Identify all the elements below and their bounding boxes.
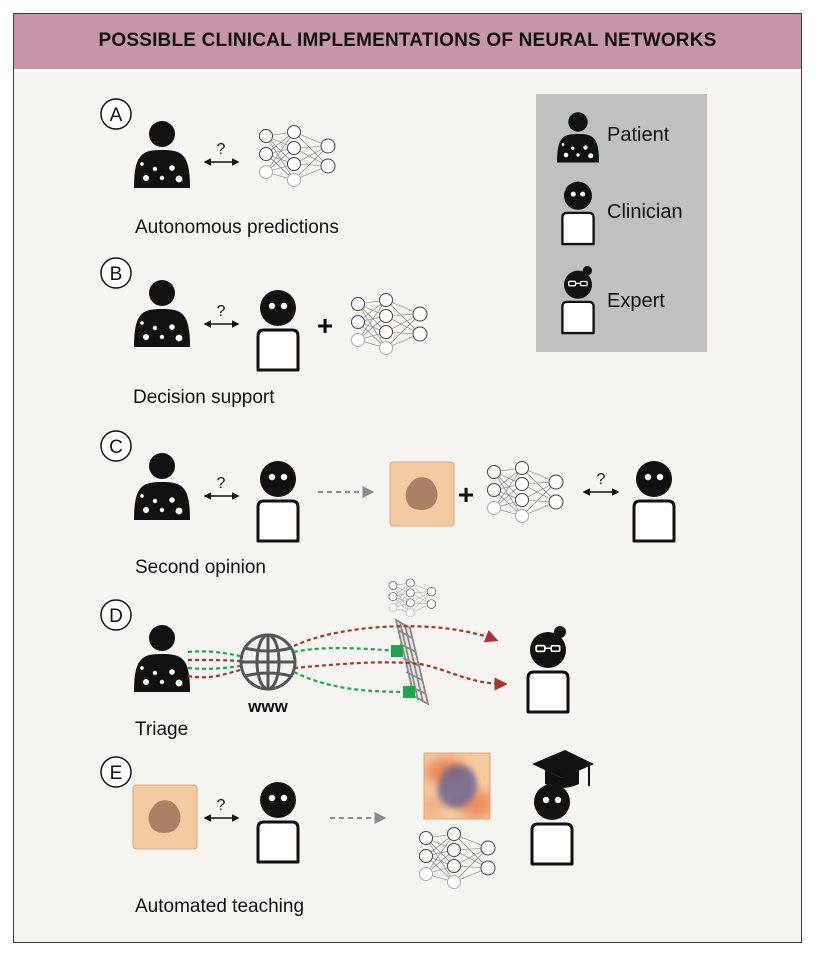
badge-a-letter: A: [110, 105, 123, 126]
skin-lesion-image: [389, 461, 455, 527]
legend-expert-label: Expert: [607, 290, 665, 312]
plus-sign: +: [317, 310, 333, 341]
patient-icon: [134, 453, 190, 520]
graduation-cap-icon: [532, 750, 594, 788]
question-mark: ?: [217, 475, 226, 492]
question-mark: ?: [217, 303, 226, 320]
question-mark: ?: [217, 797, 226, 814]
saliency-map-image: [423, 752, 491, 820]
skin-lesion-image: [132, 784, 198, 850]
question-mark: ?: [597, 471, 606, 488]
neural-network-icon: [259, 125, 336, 187]
neural-network-icon: [388, 578, 437, 618]
caption-e: Automated teaching: [135, 896, 304, 917]
www-label: www: [247, 697, 288, 716]
patient-icon: [134, 121, 190, 188]
section-c: C ? + ? Second opinion: [100, 430, 676, 578]
filter-node-accept: [403, 686, 415, 698]
clinician-icon: [632, 459, 676, 543]
teacher-icon: [530, 782, 574, 866]
clinician-icon: [256, 459, 300, 543]
expert-icon: [526, 624, 570, 714]
section-d: D www: [100, 578, 570, 740]
legend-clinician-label: Clinician: [607, 201, 683, 223]
question-mark: ?: [217, 141, 226, 158]
title-bar: POSSIBLE CLINICAL IMPLEMENTATIONS OF NEU…: [14, 14, 801, 72]
badge-c-letter: C: [109, 437, 123, 458]
section-e: E ? Automated teaching: [100, 750, 594, 917]
neural-network-icon: [419, 827, 496, 889]
patient-icon: [134, 280, 190, 347]
badge-b-letter: B: [110, 264, 123, 285]
caption-b: Decision support: [133, 387, 275, 408]
caption-a: Autonomous predictions: [135, 217, 339, 238]
neural-network-icon: [351, 293, 428, 355]
clinician-icon: [256, 780, 300, 864]
section-b: B ? + Decision support: [100, 257, 428, 408]
globe-icon: [239, 633, 297, 691]
plus-sign: +: [458, 479, 474, 510]
caption-c: Second opinion: [135, 557, 266, 578]
section-a: A ? Autonomous predictions: [100, 98, 339, 238]
patient-to-web-links: [187, 650, 241, 679]
caption-d: Triage: [135, 719, 188, 740]
neural-network-icon: [487, 461, 564, 523]
patient-icon: [134, 625, 190, 692]
badge-e-letter: E: [110, 763, 123, 784]
figure-title: POSSIBLE CLINICAL IMPLEMENTATIONS OF NEU…: [98, 30, 717, 51]
clinician-icon: [256, 288, 300, 372]
web-to-filter-links: [293, 625, 508, 694]
legend-clinician-icon: [561, 180, 595, 246]
legend: Patient Clinician Expert: [536, 94, 707, 352]
filter-node-accept: [391, 645, 403, 657]
badge-d-letter: D: [109, 606, 123, 627]
legend-patient-label: Patient: [607, 124, 670, 146]
